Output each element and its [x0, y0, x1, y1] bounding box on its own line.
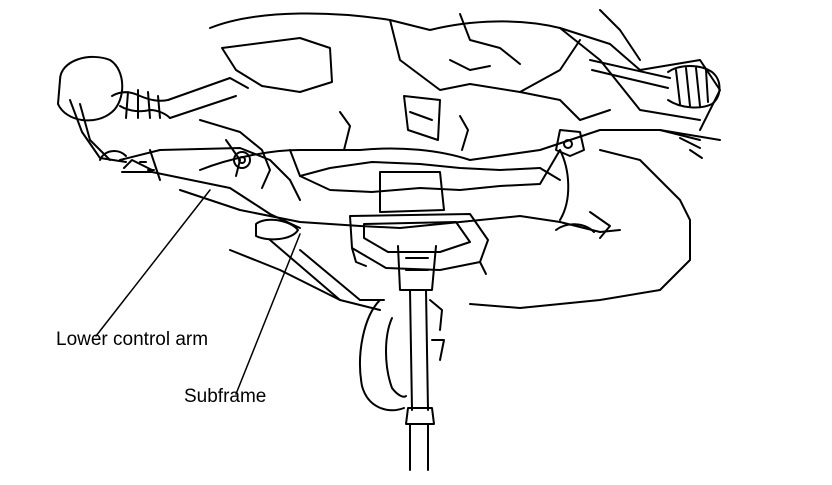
callout-leaders	[95, 189, 301, 395]
lower-control-arm-drawing	[99, 119, 301, 229]
subframe-leader	[235, 233, 301, 395]
transmission-jack-drawing	[349, 171, 489, 471]
lower-control-arm-leader	[95, 189, 211, 337]
engine-body-outline	[209, 9, 721, 131]
subframe-label: Subframe	[184, 386, 267, 407]
left-knuckle-assembly	[57, 55, 249, 163]
lower-body-lines	[229, 239, 381, 311]
right-drive-shaft	[589, 59, 721, 109]
tire-drawing	[359, 299, 407, 412]
subframe-drawing	[179, 95, 721, 309]
lower-control-arm-label: Lower control arm	[56, 329, 209, 350]
